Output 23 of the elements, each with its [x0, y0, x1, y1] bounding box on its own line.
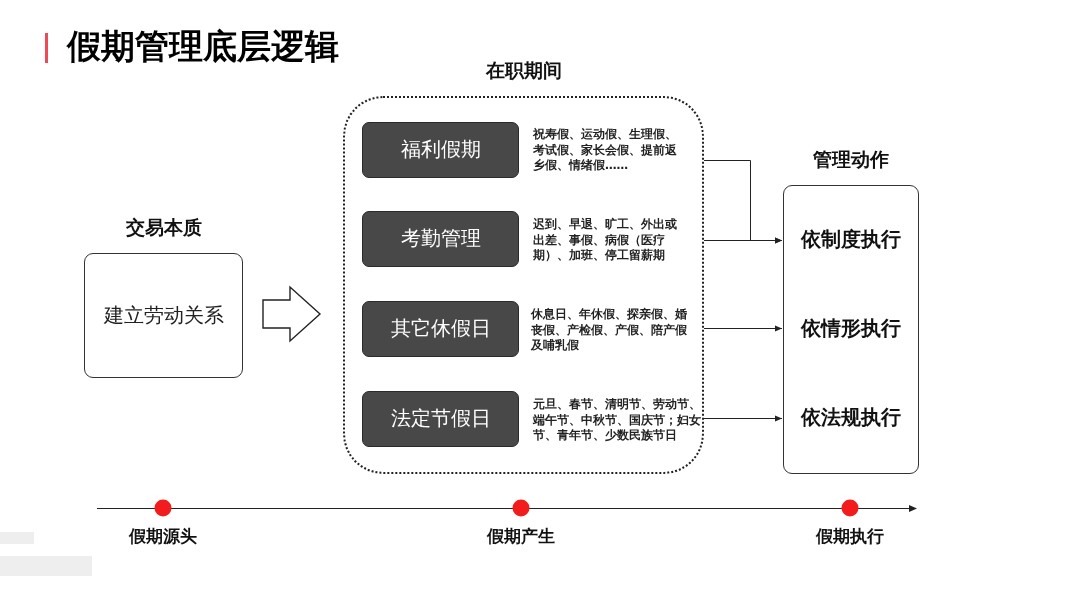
heading: 管理动作	[813, 148, 889, 171]
heading: 交易本质	[125, 216, 202, 239]
rounded-box: 建立劳动关系	[84, 253, 243, 378]
category-box: 考勤管理	[362, 211, 519, 267]
category-box: 福利假期	[362, 122, 519, 178]
note-text: 元旦、春节、清明节、劳动节、端午节、中秋节、国庆节；妇女节、青年节、少数民族节日	[533, 397, 702, 444]
arrow	[703, 325, 783, 332]
stage-label: 假期执行	[816, 526, 884, 547]
stage-label: 假期产生	[487, 526, 555, 547]
note-text: 迟到、早退、旷工、外出或出差、事假、病假（医疗期）、加班、停工留薪期	[533, 217, 678, 264]
action-text: 依情形执行	[801, 317, 901, 341]
category-box: 其它休假日	[362, 301, 519, 357]
arrow	[703, 237, 783, 244]
action-text: 依法规执行	[801, 406, 901, 430]
category-box: 法定节假日	[362, 391, 519, 447]
note-text: 休息日、年休假、探亲假、婚丧假、产检假、产假、陪产假及哺乳假	[531, 307, 688, 354]
title: 假期管理底层逻辑	[67, 25, 339, 67]
arrow	[703, 415, 783, 422]
note-text: 祝寿假、运动假、生理假、考试假、家长会假、提前返乡假、情绪假……	[533, 127, 678, 174]
stage-label: 假期源头	[129, 526, 197, 547]
action-text: 依制度执行	[801, 228, 901, 252]
heading: 在职期间	[485, 59, 562, 82]
block-arrow	[262, 285, 322, 343]
